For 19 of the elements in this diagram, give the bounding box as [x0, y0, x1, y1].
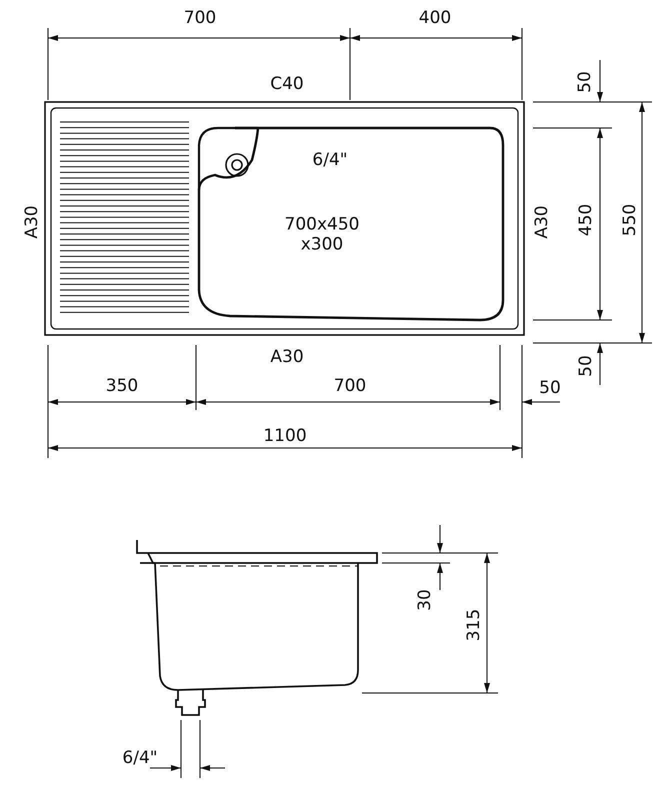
dimension-label: 700	[334, 376, 366, 396]
edge-code-label: A30	[532, 205, 552, 239]
dimension-label: 450	[576, 204, 596, 236]
drain-size-label: 6/4"	[312, 150, 348, 170]
dimension-label: 1100	[263, 426, 307, 446]
dimension-label: 400	[418, 8, 452, 28]
dimension-label: 700	[184, 8, 216, 28]
dimension-label: 30	[414, 589, 436, 611]
dimension-label: 315	[464, 608, 484, 642]
edge-code-label: A30	[22, 205, 42, 239]
edge-code-label: A30	[270, 346, 304, 368]
dimension-label: 50	[574, 71, 596, 93]
dimension-label: 50	[576, 355, 596, 377]
dimension-label: 50	[539, 378, 561, 398]
dimension-label: 550	[620, 204, 640, 236]
basin-size-label: 700x450 x300	[284, 214, 360, 256]
edge-code-label: C40	[270, 74, 304, 94]
dimension-label: 350	[106, 376, 138, 396]
dimension-label: 6/4"	[122, 748, 158, 768]
